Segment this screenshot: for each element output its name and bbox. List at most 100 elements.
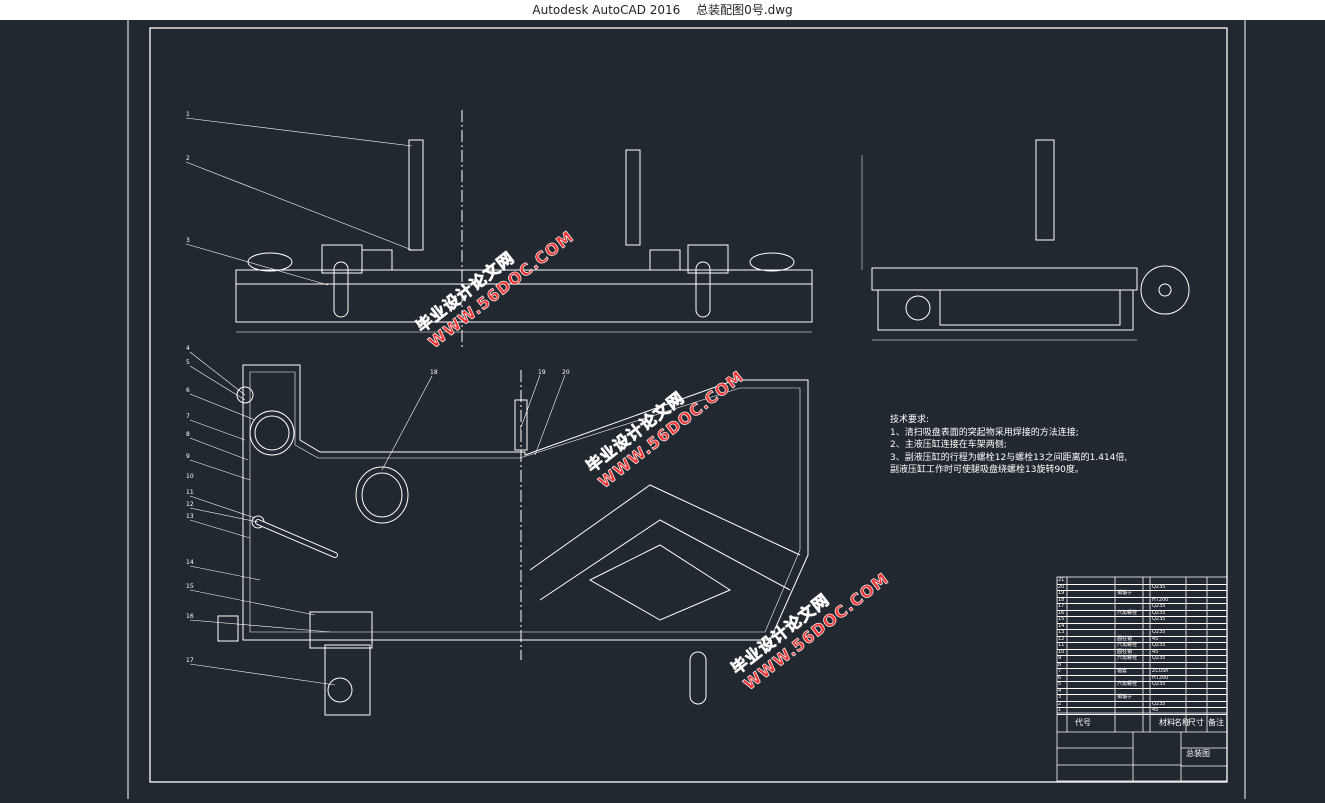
header-code: 代号 <box>1075 718 1091 727</box>
part-material: HT200 <box>1152 596 1169 603</box>
technical-requirements: 技术要求: 1、清扫吸盘表面的突起物采用焊接的方法连接; 2、主液压缸连接在车架… <box>890 414 1127 477</box>
part-label: 7 <box>186 413 190 420</box>
parts-list-row: 9 六角螺栓 Q235 <box>1057 655 1227 663</box>
parts-list-row: 8 <box>1057 662 1227 669</box>
part-label: 11 <box>186 489 194 496</box>
part-no: 16 <box>1058 609 1065 616</box>
side-view <box>861 139 1190 341</box>
part-name: 销轴子 <box>1117 694 1133 700</box>
requirement-item: 副液压缸工作时可使腿吸盘绕螺栓13旋转90度。 <box>890 465 1084 475</box>
parts-list-row: 5 六角螺栓 Q235 <box>1057 681 1227 689</box>
part-label: 5 <box>186 359 190 366</box>
part-no: 9 <box>1058 655 1062 661</box>
part-material: Q235 <box>1152 681 1166 687</box>
parts-list-row: 14 <box>1057 623 1227 630</box>
part-no: 2 <box>1058 700 1062 707</box>
part-label: 20 <box>562 369 570 376</box>
part-label: 14 <box>186 559 194 566</box>
part-label: 16 <box>186 613 194 620</box>
part-label: 4 <box>186 345 190 352</box>
parts-list-row: 1 45 <box>1057 707 1227 715</box>
part-label: 18 <box>430 369 438 376</box>
part-no: 11 <box>1058 642 1065 648</box>
part-material: Q235 <box>1152 642 1166 648</box>
front-view <box>185 110 813 350</box>
part-label: 1 <box>186 111 190 118</box>
parts-list-row: 12 圆柱销 45 <box>1057 635 1227 643</box>
part-label: 12 <box>186 501 194 508</box>
title-bar: Autodesk AutoCAD 2016 总装配图0号.dwg <box>0 0 1325 20</box>
drawing-canvas[interactable]: 1 2 3 4 5 6 7 8 9 10 11 12 13 14 15 16 1… <box>0 20 1325 799</box>
part-label: 17 <box>186 657 194 664</box>
part-material: ZCuSn <box>1152 668 1169 674</box>
part-material: 45 <box>1152 707 1159 713</box>
part-material: 45 <box>1152 648 1159 655</box>
requirement-item: 1、清扫吸盘表面的突起物采用焊接的方法连接; <box>890 427 1079 438</box>
parts-list-header: 代号 名称 材料 尺寸 备注 <box>1057 714 1227 732</box>
part-label: 2 <box>186 155 190 162</box>
parts-list-row: 20 Q235 <box>1057 583 1227 591</box>
part-name: 圆柱销 <box>1117 648 1133 655</box>
part-no: 5 <box>1058 681 1062 687</box>
part-label: 13 <box>186 513 194 520</box>
part-name: 六角螺栓 <box>1117 609 1138 616</box>
header-material: 材料 <box>1159 718 1175 727</box>
part-no: 1 <box>1058 707 1062 713</box>
part-label: 8 <box>186 431 190 438</box>
part-no: 19 <box>1058 590 1065 596</box>
parts-list-row: 3 销轴子 <box>1057 694 1227 702</box>
part-label: 10 <box>186 473 194 480</box>
title-block-grid <box>1056 576 1228 782</box>
part-material: 45 <box>1152 635 1159 642</box>
header-name: 名称 <box>1174 718 1190 727</box>
parts-list-row: 11 六角螺栓 Q235 <box>1057 642 1227 650</box>
part-no: 4 <box>1058 687 1062 694</box>
part-material: Q235 <box>1152 616 1166 622</box>
part-no: 13 <box>1058 629 1065 635</box>
part-material: Q235 <box>1152 655 1166 661</box>
parts-list-row: 18 HT200 <box>1057 596 1227 604</box>
part-no: 7 <box>1058 668 1062 674</box>
part-no: 10 <box>1058 648 1065 655</box>
parts-list-row: 19 销轴子 <box>1057 590 1227 598</box>
file-name: 总装配图0号.dwg <box>696 3 793 17</box>
part-no: 3 <box>1058 694 1062 700</box>
part-label: 6 <box>186 387 190 394</box>
part-no: 12 <box>1058 635 1065 642</box>
parts-list-row: 2 Q235 <box>1057 700 1227 708</box>
part-material: HT200 <box>1152 674 1169 681</box>
plan-view <box>217 364 809 716</box>
parts-list-row: 21 <box>1057 577 1227 585</box>
requirement-item: 3、副液压缸的行程为螺栓12与螺栓13之间距离的1.414倍, <box>890 452 1128 463</box>
requirement-item: 2、主液压缸连接在车架两侧; <box>890 440 1007 450</box>
part-material: Q235 <box>1152 583 1166 590</box>
part-label: 15 <box>186 583 194 590</box>
part-material: Q235 <box>1152 700 1166 707</box>
part-name: 圆柱销 <box>1117 635 1133 642</box>
part-label: 3 <box>186 237 190 244</box>
part-name: 六角螺栓 <box>1117 642 1138 648</box>
part-name: 销轴子 <box>1117 590 1133 596</box>
part-name: 六角螺栓 <box>1117 655 1138 661</box>
parts-list-row: 4 <box>1057 687 1227 695</box>
sheet-border <box>127 20 1246 799</box>
part-no: 21 <box>1058 577 1065 583</box>
part-no: 17 <box>1058 603 1065 609</box>
part-name: 六角螺栓 <box>1117 681 1138 687</box>
header-size: 尺寸 <box>1188 718 1204 727</box>
drawing-title: 总装图 <box>1186 749 1210 758</box>
requirements-title: 技术要求: <box>890 415 930 425</box>
header-remark: 备注 <box>1208 718 1224 727</box>
part-no: 20 <box>1058 583 1065 590</box>
app-title: Autodesk AutoCAD 2016 <box>532 3 681 17</box>
part-label: 9 <box>186 453 190 460</box>
leader-lines <box>189 351 566 686</box>
part-no: 18 <box>1058 596 1065 603</box>
